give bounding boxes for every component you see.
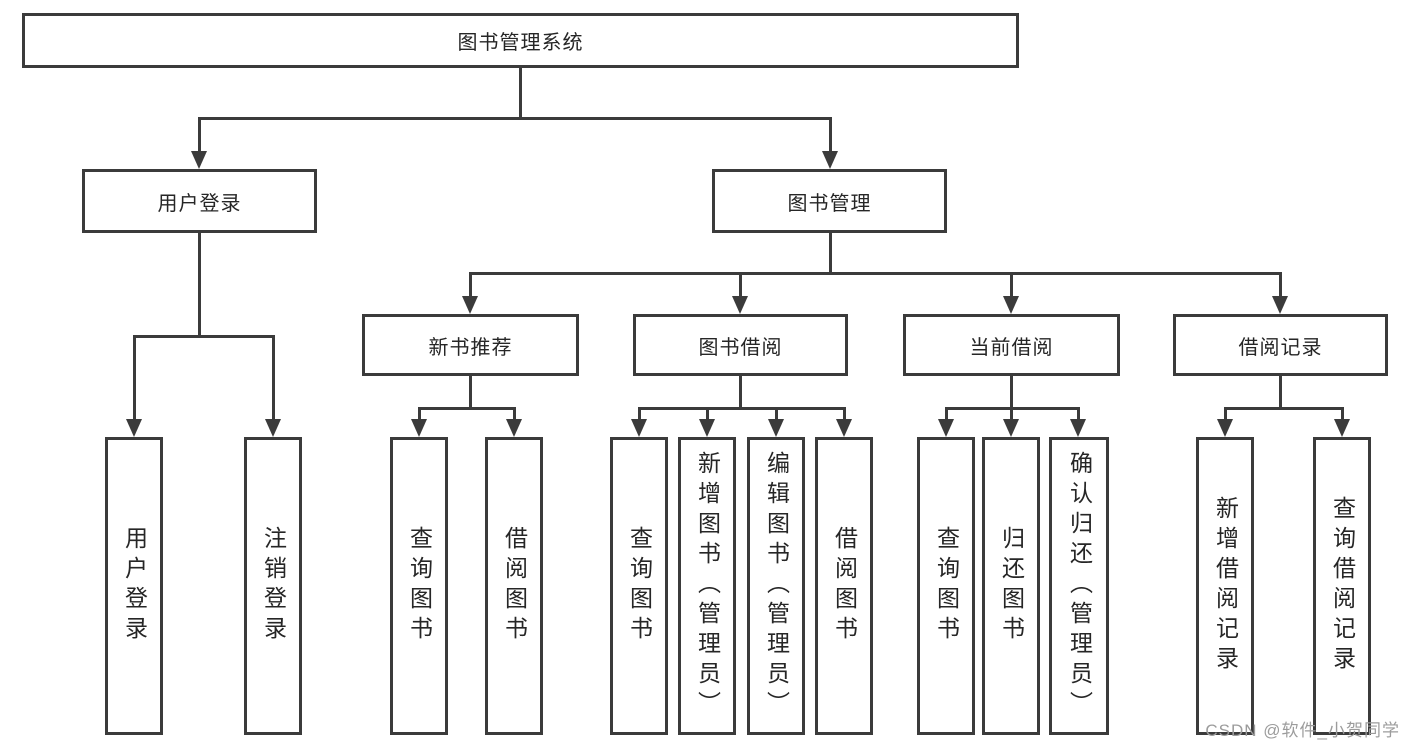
node-label: 新书推荐 — [428, 336, 513, 359]
arrow-down-icon — [1217, 419, 1233, 437]
connector-drop-leaf — [418, 407, 421, 419]
connector-drop-leaf — [843, 407, 846, 419]
arrow-down-icon — [462, 296, 478, 314]
connector-drop-leaf — [1010, 407, 1013, 419]
arrow-down-icon — [265, 419, 281, 437]
node-label: 查询图书 — [933, 526, 960, 646]
arrow-down-icon — [126, 419, 142, 437]
arrow-down-icon — [938, 419, 954, 437]
connector-current-borrow-stem — [1010, 376, 1013, 407]
node-label: 当前借阅 — [969, 336, 1054, 359]
node-label: 用户登录 — [121, 526, 148, 646]
arrow-down-icon — [836, 419, 852, 437]
connector-borrow-records-stem — [1279, 376, 1282, 407]
node-current-borrow: 当前借阅 — [903, 314, 1120, 376]
connector-drop-borrow-records — [1279, 272, 1282, 296]
node-leaf-add-books-admin: 新增图书（管理员） — [678, 437, 736, 735]
node-label: 借阅记录 — [1238, 336, 1323, 359]
node-leaf-borrow-books: 借阅图书 — [815, 437, 873, 735]
connector-user-login-rail — [133, 335, 274, 338]
arrow-down-icon — [1003, 296, 1019, 314]
connector-drop-leaf — [706, 407, 709, 419]
node-label: 用户登录 — [157, 192, 242, 215]
connector-book-borrow-rail — [638, 407, 845, 410]
node-leaf-query-books-current: 查询图书 — [917, 437, 975, 735]
node-leaf-query-books-borrow: 查询图书 — [610, 437, 668, 735]
connector-new-book-rail — [418, 407, 515, 410]
node-leaf-query-books-recommend: 查询图书 — [390, 437, 448, 735]
node-label: 新增图书（管理员） — [694, 451, 721, 721]
arrow-down-icon — [631, 419, 647, 437]
node-user-login: 用户登录 — [82, 169, 317, 233]
connector-drop-leaf — [945, 407, 948, 419]
arrow-down-icon — [1334, 419, 1350, 437]
connector-drop-leaf — [1224, 407, 1227, 419]
arrow-down-icon — [506, 419, 522, 437]
node-label: 图书管理 — [787, 192, 872, 215]
connector-drop-book-borrow — [739, 272, 742, 296]
node-label: 图书借阅 — [698, 336, 783, 359]
arrow-down-icon — [1003, 419, 1019, 437]
connector-drop-user-login — [198, 117, 201, 151]
connector-new-book-stem — [469, 376, 472, 407]
csdn-watermark: CSDN @软件_小贺同学 — [1205, 721, 1400, 740]
connector-drop-leaf — [133, 335, 136, 419]
connector-root-stem — [519, 68, 522, 117]
connector-book-borrow-stem — [739, 376, 742, 407]
node-leaf-user-login: 用户登录 — [105, 437, 163, 735]
arrow-down-icon — [732, 296, 748, 314]
arrow-down-icon — [822, 151, 838, 169]
connector-drop-leaf — [638, 407, 641, 419]
node-library-management-system: 图书管理系统 — [22, 13, 1019, 68]
node-label: 借阅图书 — [501, 526, 528, 646]
connector-drop-leaf — [513, 407, 516, 419]
connector-drop-leaf — [1077, 407, 1080, 419]
node-leaf-query-borrow-record: 查询借阅记录 — [1313, 437, 1371, 735]
connector-book-mgmt-stem — [829, 233, 832, 272]
arrow-down-icon — [1070, 419, 1086, 437]
connector-level2-rail — [469, 272, 1281, 275]
node-leaf-borrow-books-recommend: 借阅图书 — [485, 437, 543, 735]
node-leaf-confirm-return-admin: 确认归还（管理员） — [1049, 437, 1109, 735]
node-leaf-add-borrow-record: 新增借阅记录 — [1196, 437, 1254, 735]
connector-drop-book-mgmt — [829, 117, 832, 151]
arrow-down-icon — [699, 419, 715, 437]
connector-user-login-stem — [198, 233, 201, 335]
node-new-book-recommend: 新书推荐 — [362, 314, 579, 376]
connector-drop-leaf — [775, 407, 778, 419]
arrow-down-icon — [191, 151, 207, 169]
arrow-down-icon — [411, 419, 427, 437]
connector-drop-leaf — [1341, 407, 1344, 419]
arrow-down-icon — [1272, 296, 1288, 314]
node-label: 归还图书 — [998, 526, 1025, 646]
connector-level1-rail — [199, 117, 831, 120]
node-book-management: 图书管理 — [712, 169, 947, 233]
node-label: 借阅图书 — [831, 526, 858, 646]
node-label: 编辑图书（管理员） — [763, 451, 790, 721]
node-borrow-records: 借阅记录 — [1173, 314, 1388, 376]
node-label: 查询图书 — [626, 526, 653, 646]
node-label: 确认归还（管理员） — [1066, 451, 1093, 721]
node-label: 图书管理系统 — [457, 32, 584, 54]
node-leaf-logout: 注销登录 — [244, 437, 302, 735]
connector-drop-leaf — [272, 335, 275, 419]
node-label: 查询图书 — [406, 526, 433, 646]
node-label: 注销登录 — [260, 526, 287, 646]
node-leaf-edit-books-admin: 编辑图书（管理员） — [747, 437, 805, 735]
node-leaf-return-books: 归还图书 — [982, 437, 1040, 735]
connector-drop-current-borrow — [1010, 272, 1013, 296]
arrow-down-icon — [768, 419, 784, 437]
node-label: 新增借阅记录 — [1212, 496, 1239, 676]
node-book-borrow: 图书借阅 — [633, 314, 848, 376]
connector-borrow-records-rail — [1224, 407, 1343, 410]
connector-drop-new-book — [469, 272, 472, 296]
node-label: 查询借阅记录 — [1329, 496, 1356, 676]
